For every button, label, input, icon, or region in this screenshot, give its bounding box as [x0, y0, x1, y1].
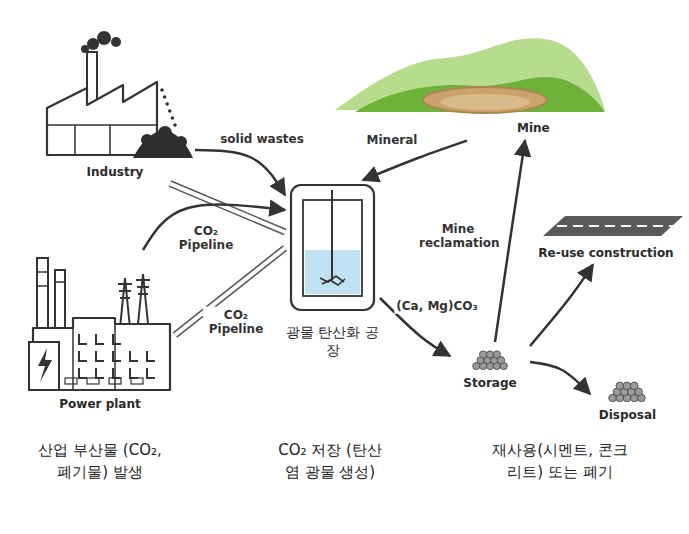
arrow-path: [530, 265, 593, 346]
storage-illustration: [450, 342, 530, 370]
flow-arrow: [195, 150, 285, 195]
disposal-illustration: [590, 372, 665, 402]
stage-caption: 재사용(시멘트, 콘크리트) 또는 폐기: [489, 440, 631, 484]
node-label: 광물 탄산화 공장: [285, 315, 380, 362]
node-label: Power plant: [25, 395, 175, 416]
node-label: Storage: [450, 370, 530, 395]
reactor-illustration: [285, 180, 380, 315]
illustrated-node: Industry: [35, 30, 195, 184]
mine-illustration: [335, 30, 605, 115]
edge-label: solid wastes: [218, 131, 306, 147]
edge-label: (Ca, Mg)CO₃: [394, 298, 479, 314]
road-illustration: [525, 212, 687, 240]
node-label: Industry: [35, 165, 195, 184]
illustrated-node: Mine: [335, 30, 605, 141]
illustrated-node: Disposal: [590, 372, 665, 427]
stage-caption: CO₂ 저장 (탄산염 광물 생성): [274, 440, 386, 484]
industry-illustration: [35, 30, 195, 165]
illustrated-node: Power plant: [25, 250, 175, 416]
edge-label: Mineral: [365, 132, 420, 148]
illustrated-node: Storage: [450, 342, 530, 395]
flow-arrow: [530, 265, 593, 346]
stage-caption: 산업 부산물 (CO₂, 폐기물) 발생: [35, 440, 165, 484]
illustrated-node: Re-use construction: [525, 212, 687, 265]
flow-arrow: [530, 362, 590, 394]
edge-label: CO₂ Pipeline: [173, 223, 239, 254]
node-label: Disposal: [590, 402, 665, 427]
arrow-path: [530, 362, 590, 394]
power-illustration: [25, 250, 175, 395]
edge-label: Mine reclamation: [417, 221, 499, 252]
arrow-path: [195, 150, 285, 195]
node-label: Re-use construction: [525, 240, 687, 265]
edge-label: CO₂ Pipeline: [203, 307, 269, 338]
illustrated-node: 광물 탄산화 공장: [285, 180, 380, 362]
